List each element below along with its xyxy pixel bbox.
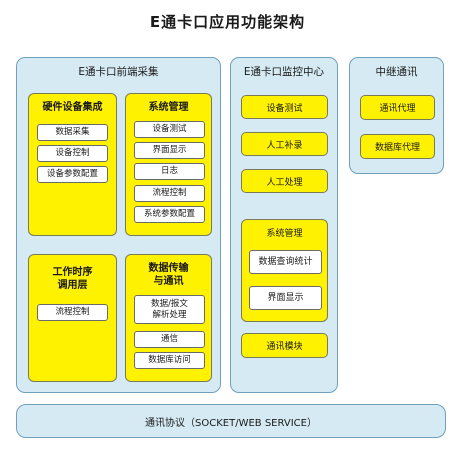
data-transfer-title-line2: 与通讯 xyxy=(153,276,184,287)
monitor-ui-display-item: 界面显示 xyxy=(249,286,322,310)
message-parse-item: 数据/报文 解析处理 xyxy=(134,295,205,324)
log-item: 日志 xyxy=(134,163,205,180)
relay-communication-panel: 中继通讯 通讯代理 数据库代理 xyxy=(349,57,444,174)
database-access-item: 数据库访问 xyxy=(134,352,205,369)
communication-proxy-box: 通讯代理 xyxy=(360,95,435,120)
work-timing-box: 工作时序 调用层 流程控制 xyxy=(28,254,117,382)
monitor-system-management-title: 系统管理 xyxy=(266,229,303,239)
system-management-box: 系统管理 设备测试 界面显示 日志 流程控制 系统参数配置 xyxy=(125,93,212,236)
communication-item: 通信 xyxy=(134,331,205,348)
data-transfer-title-line1: 数据传输 xyxy=(148,263,189,274)
hardware-integration-title: 硬件设备集成 xyxy=(42,102,103,113)
work-timing-title-line1: 工作时序 xyxy=(52,267,93,278)
system-management-title: 系统管理 xyxy=(148,102,189,113)
work-timing-title-line2: 调用层 xyxy=(57,280,88,291)
hardware-integration-box: 硬件设备集成 数据采集 设备控制 设备参数配置 xyxy=(28,93,117,236)
device-parameter-config-item: 设备参数配置 xyxy=(37,166,108,183)
device-control-item: 设备控制 xyxy=(37,145,108,162)
communication-protocol-bar: 通讯协议（SOCKET/WEB SERVICE） xyxy=(16,404,446,438)
ui-display-item: 界面显示 xyxy=(134,142,205,159)
data-collection-item: 数据采集 xyxy=(37,124,108,141)
manual-processing-box: 人工处理 xyxy=(241,169,328,193)
diagram-title: E通卡口应用功能架构 xyxy=(149,13,306,31)
data-transfer-box: 数据传输 与通讯 数据/报文 解析处理 通信 数据库访问 xyxy=(125,254,212,382)
communication-module-box: 通讯模块 xyxy=(241,333,328,358)
database-proxy-box: 数据库代理 xyxy=(360,134,435,159)
system-parameter-config-item: 系统参数配置 xyxy=(134,206,205,223)
monitor-device-test-box: 设备测试 xyxy=(241,95,328,119)
front-end-panel: E通卡口前端采集 硬件设备集成 数据采集 设备控制 设备参数配置 系统管理 设备… xyxy=(16,57,221,393)
data-query-statistics-item: 数据查询统计 xyxy=(249,250,322,274)
flow-control-item: 流程控制 xyxy=(134,185,205,202)
monitor-center-panel-label: E通卡口监控中心 xyxy=(243,66,325,78)
device-test-item: 设备测试 xyxy=(134,121,205,138)
message-parse-line1: 数据/报文 xyxy=(151,298,188,309)
monitor-system-management-box: 系统管理 数据查询统计 界面显示 xyxy=(241,219,328,322)
monitor-center-panel: E通卡口监控中心 设备测试 人工补录 人工处理 系统管理 数据查询统计 界面显示… xyxy=(230,57,338,393)
timing-flow-control-item: 流程控制 xyxy=(37,304,108,321)
front-end-panel-label: E通卡口前端采集 xyxy=(78,66,159,78)
manual-entry-box: 人工补录 xyxy=(241,132,328,156)
relay-communication-panel-label: 中继通讯 xyxy=(375,66,418,78)
message-parse-line2: 解析处理 xyxy=(152,309,187,320)
